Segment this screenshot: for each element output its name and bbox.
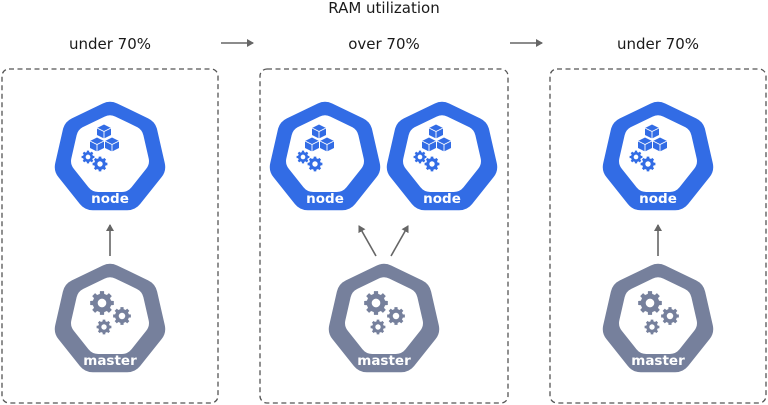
gears-icon [90, 291, 131, 335]
hexagon-inner [286, 115, 364, 192]
phase-3-label: under 70% [617, 35, 699, 53]
cubes-and-gears-icon [629, 124, 668, 172]
phase-2-panel [259, 68, 509, 404]
node-label: node [639, 191, 677, 207]
hexagon-inner [619, 277, 697, 354]
diagram-title: RAM utilization [328, 0, 439, 17]
hexagon-inner [345, 277, 423, 354]
phase-1-label: under 70% [69, 35, 151, 53]
node-label: node [91, 191, 129, 207]
cubes-and-gears-icon [413, 124, 452, 172]
node-label: node [306, 191, 344, 207]
master-label: master [631, 353, 685, 369]
hexagon-inner [71, 277, 149, 354]
node-2-2: node [386, 101, 498, 211]
master-label: master [357, 353, 411, 369]
hexagon-inner [619, 115, 697, 192]
node-1-1: node [54, 101, 166, 211]
gears-icon [364, 291, 405, 335]
node-label: node [423, 191, 461, 207]
master-3: master [602, 263, 714, 373]
master-2: master [328, 263, 440, 373]
arrow-up-icon [358, 225, 377, 257]
node-3-1: node [602, 101, 714, 211]
master-1: master [54, 263, 166, 373]
hexagon-inner [71, 115, 149, 192]
hexagon-inner [403, 115, 481, 192]
gears-icon [638, 291, 679, 335]
node-2-1: node [269, 101, 381, 211]
cubes-and-gears-icon [81, 124, 120, 172]
master-label: master [83, 353, 137, 369]
cubes-and-gears-icon [296, 124, 335, 172]
arrow-up-icon [390, 225, 409, 257]
phase-2-label: over 70% [348, 35, 420, 53]
